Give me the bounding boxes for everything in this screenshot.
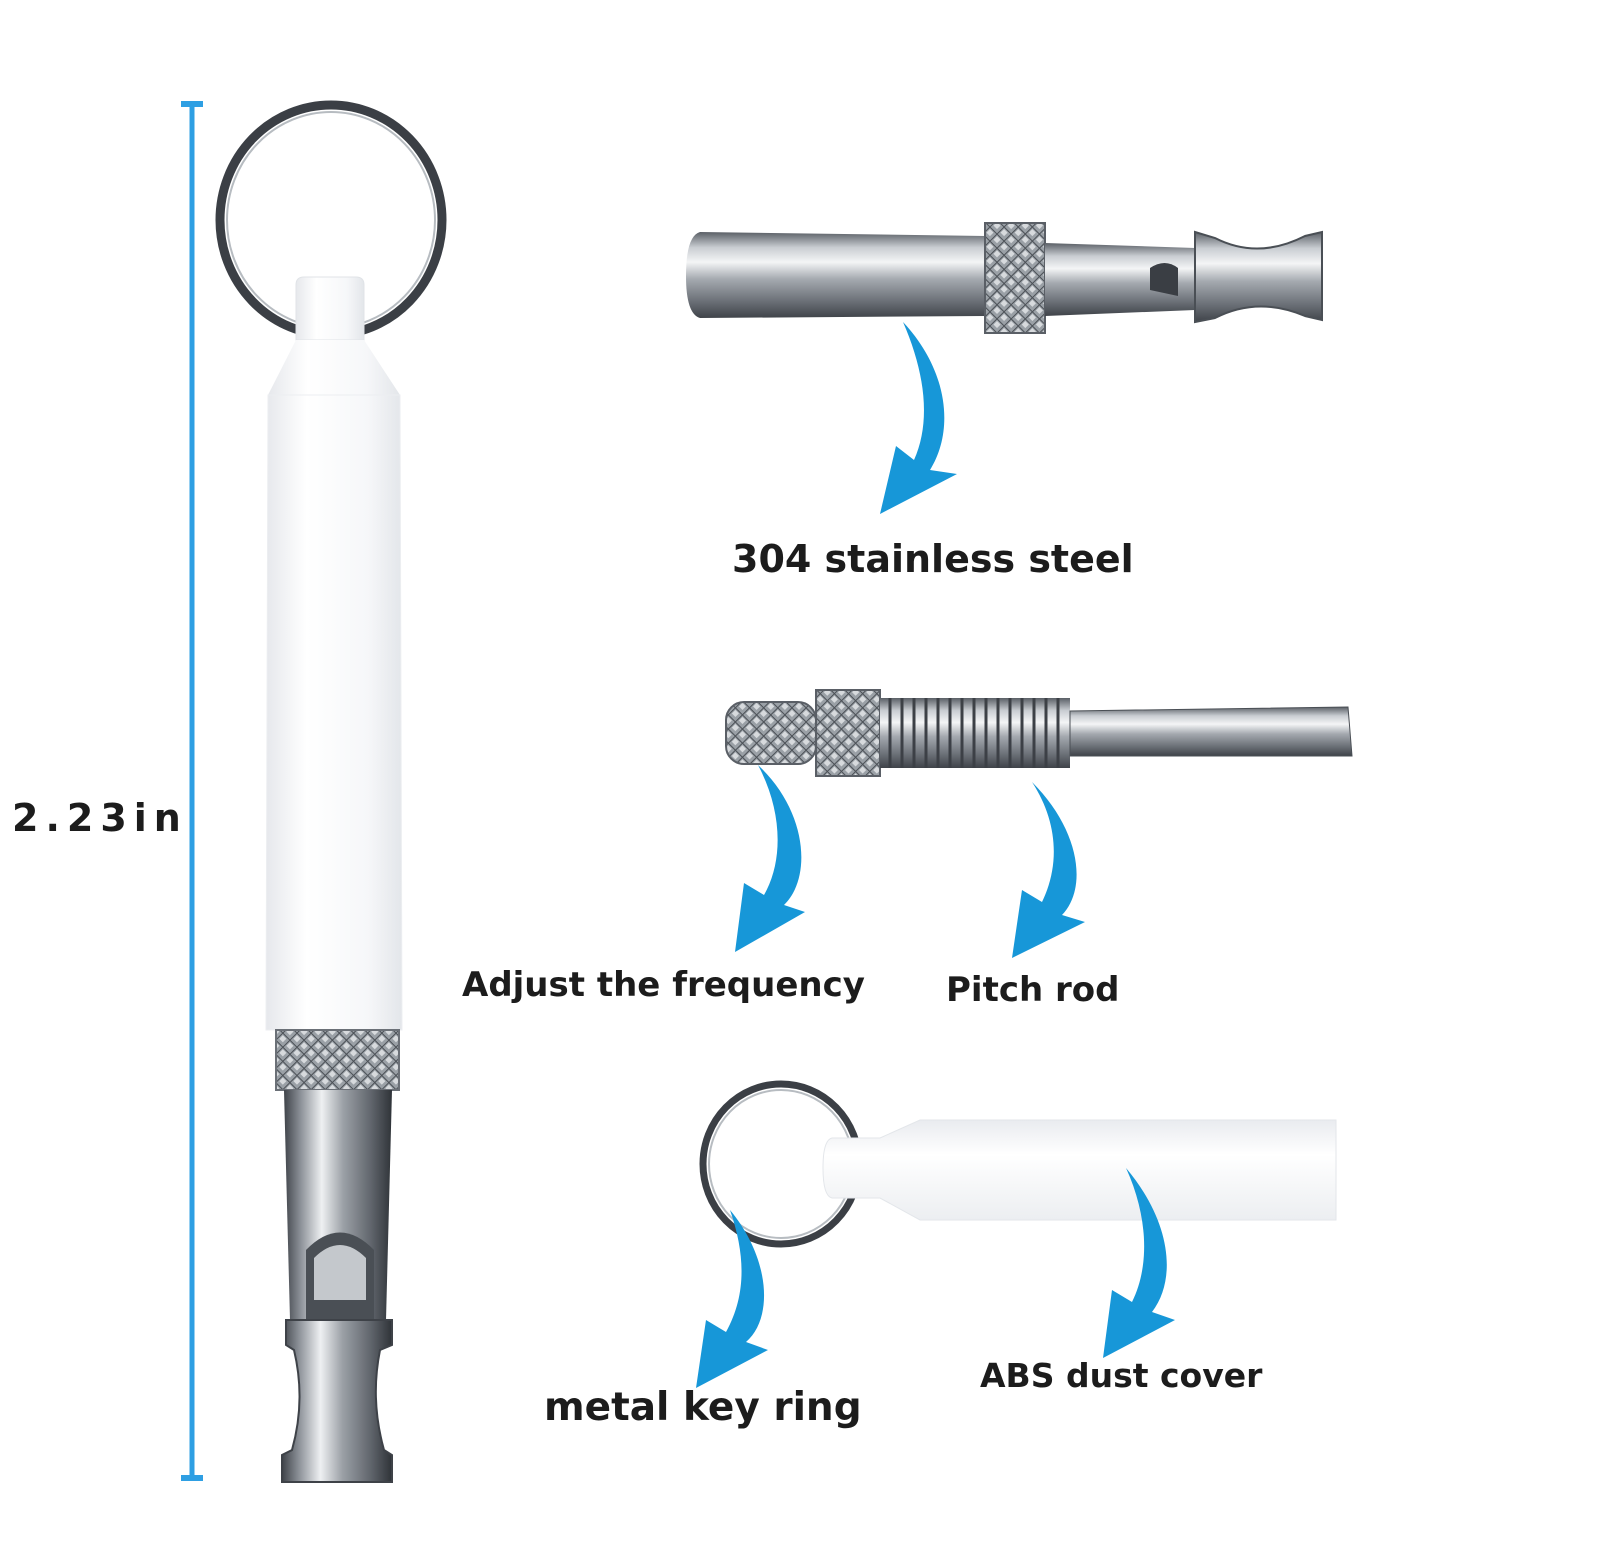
callout-stainless-steel: 304 stainless steel bbox=[732, 537, 1134, 581]
arrow-icon bbox=[735, 765, 805, 952]
callout-adjust-frequency: Adjust the frequency bbox=[462, 965, 865, 1005]
cover-cap bbox=[295, 276, 365, 341]
callout-pitch-rod: Pitch rod bbox=[946, 970, 1120, 1010]
cover-body bbox=[265, 394, 403, 1031]
pitch-rod-part bbox=[725, 689, 1353, 777]
knurled-band-steel bbox=[985, 223, 1045, 333]
arrow-icon bbox=[1103, 1168, 1175, 1358]
arrow-icon bbox=[880, 322, 957, 514]
threaded-screw bbox=[880, 698, 1070, 768]
steel-body-part bbox=[686, 222, 1323, 334]
callout-key-ring: metal key ring bbox=[544, 1385, 862, 1430]
dimension-line bbox=[181, 101, 203, 1481]
whistle-assembled bbox=[215, 100, 447, 1483]
dust-cover-part bbox=[822, 1119, 1337, 1221]
arrow-icon bbox=[696, 1210, 768, 1388]
dimension-label: 2.23in bbox=[12, 796, 188, 840]
callout-dust-cover: ABS dust cover bbox=[980, 1356, 1263, 1395]
knurled-band-main bbox=[276, 1030, 399, 1090]
arrow-icon bbox=[1012, 782, 1085, 958]
